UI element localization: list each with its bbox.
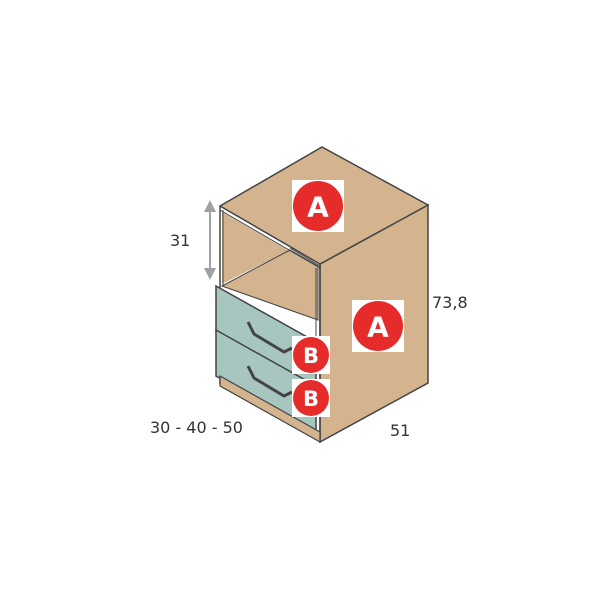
badge-b-lower: B <box>292 379 330 417</box>
badge-a-top: A <box>292 180 344 232</box>
plinth <box>219 374 321 444</box>
badge-a-top-label: A <box>307 191 329 224</box>
badge-b-upper-label: B <box>303 344 319 368</box>
badge-b-lower-label: B <box>303 387 319 411</box>
shelf-height-label: 31 <box>170 231 190 250</box>
shelf-back-line <box>289 247 321 267</box>
badge-a-side-label: A <box>367 311 389 344</box>
depth-label: 51 <box>390 421 410 440</box>
drawer-lower-handle <box>246 365 293 398</box>
shelf-top-edge <box>219 209 321 269</box>
shelf-interior <box>222 212 318 284</box>
width-options-label: 30 - 40 - 50 <box>150 418 243 437</box>
badge-a-side: A <box>352 300 404 352</box>
total-height-label: 73,8 <box>432 293 468 312</box>
shelf-floor <box>220 249 319 321</box>
drawer-upper-handle <box>246 321 293 354</box>
badge-b-upper: B <box>292 336 330 374</box>
